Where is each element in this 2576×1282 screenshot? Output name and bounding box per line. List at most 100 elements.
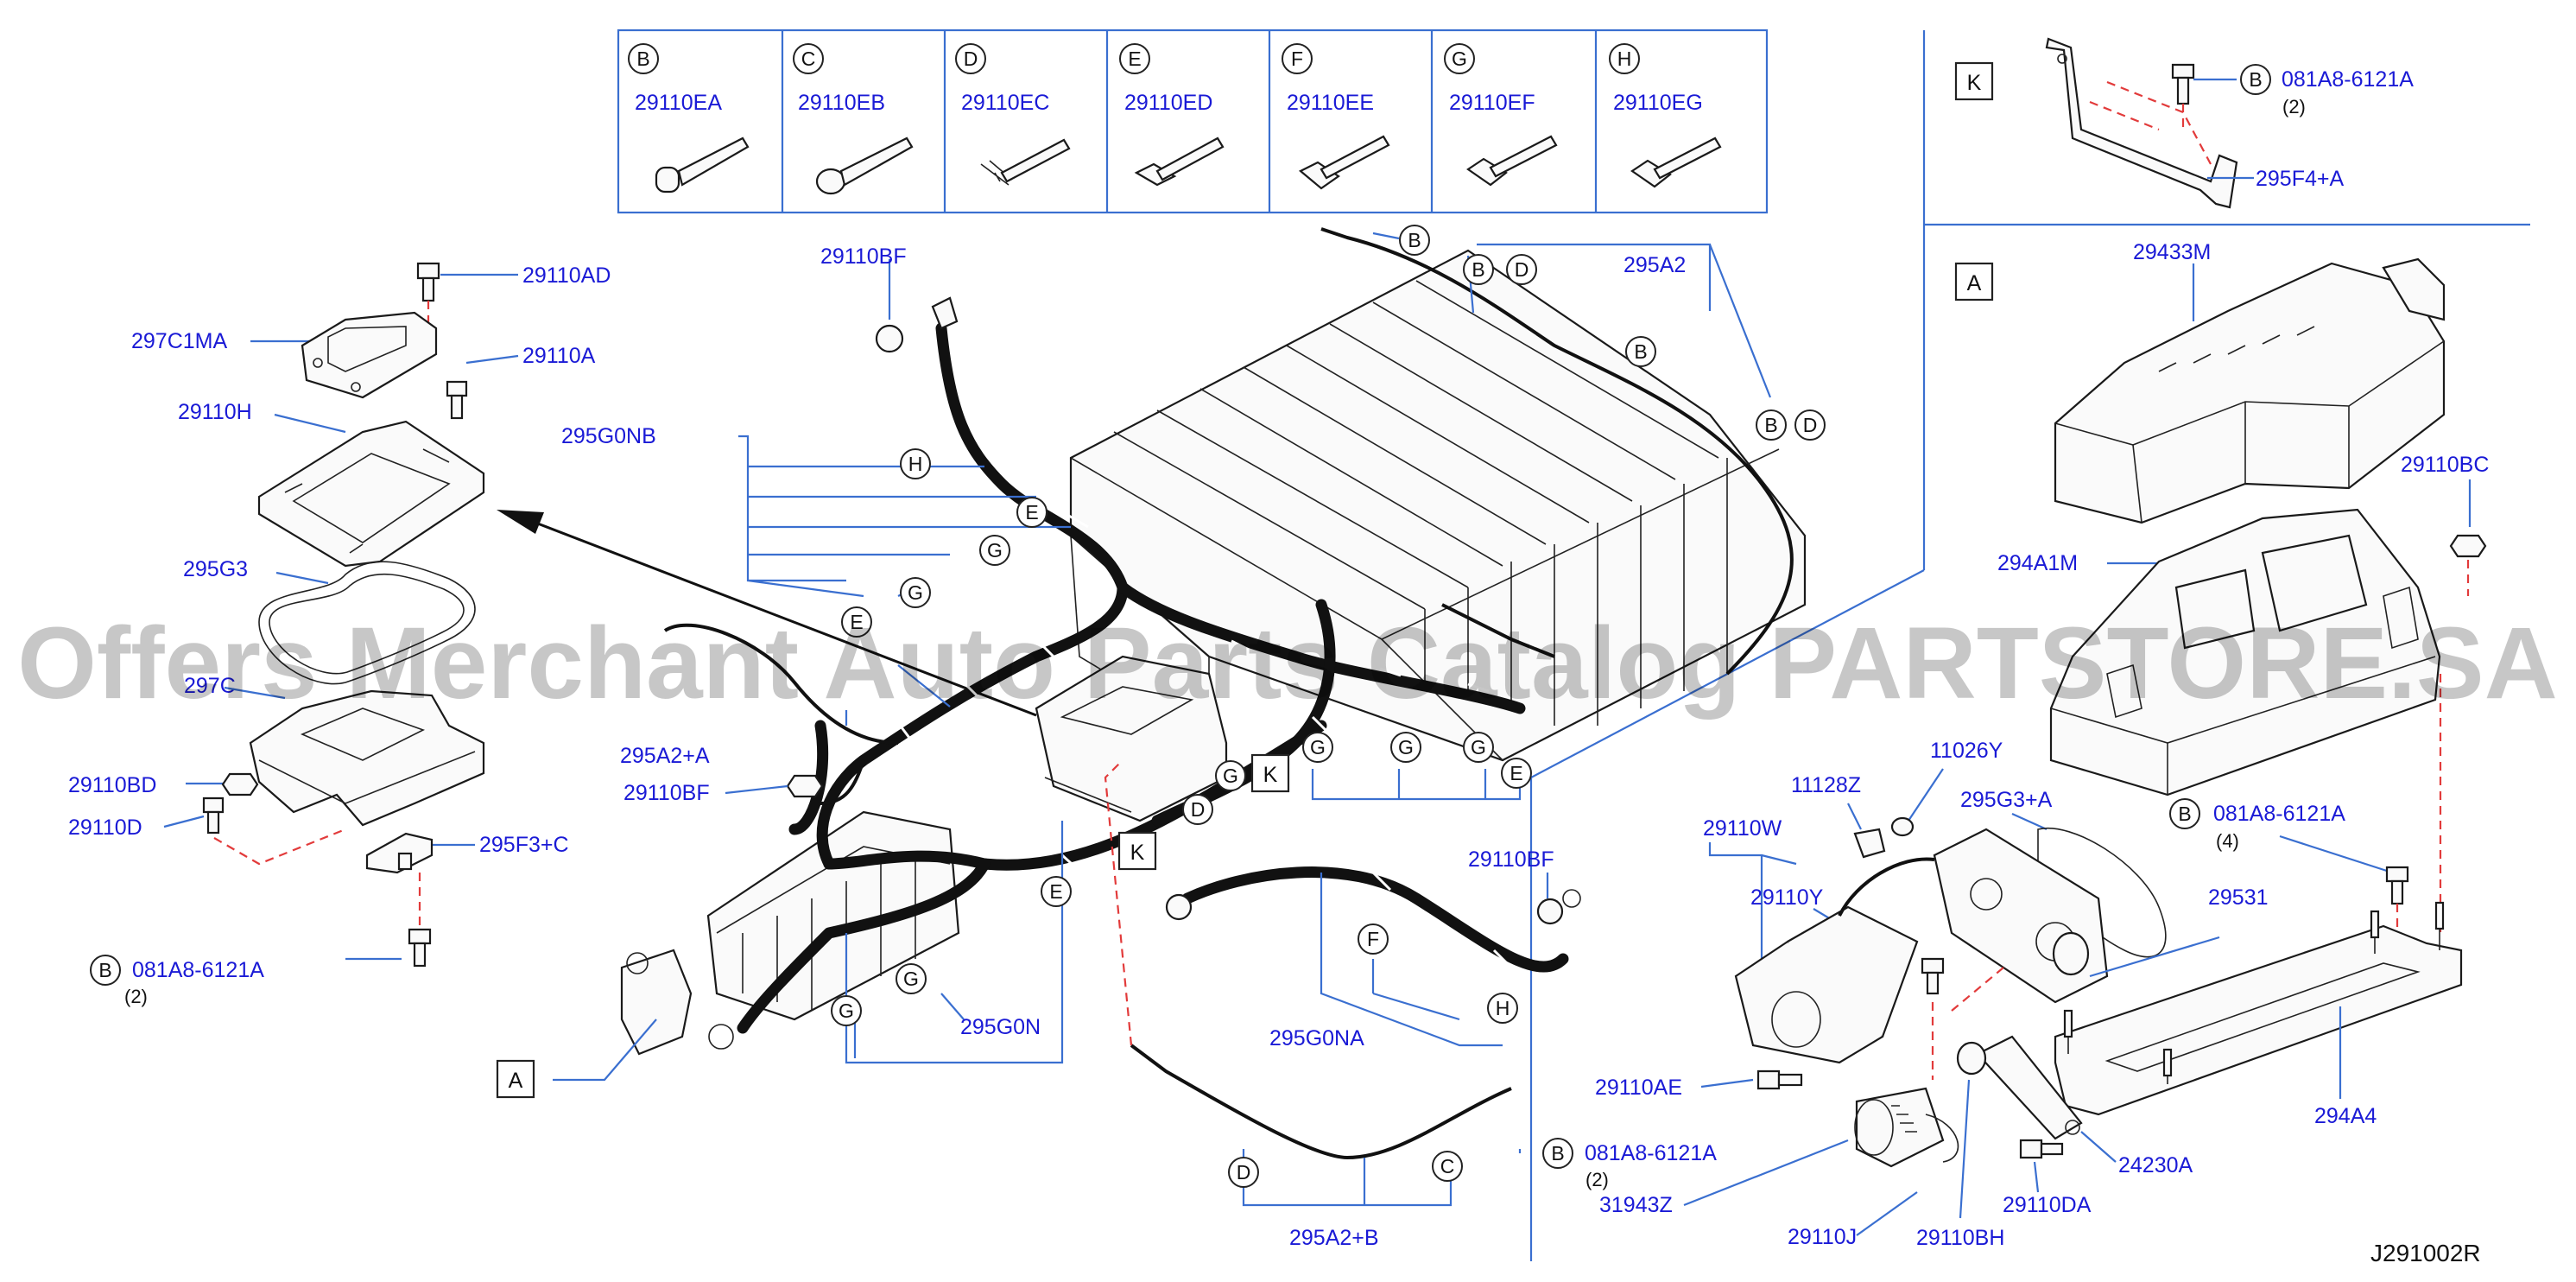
bolt-icon — [202, 796, 346, 866]
callout: G — [1398, 736, 1414, 758]
part-295F3C: 295F3+C — [479, 833, 569, 857]
nut-icon — [2449, 534, 2487, 596]
callout: G — [908, 581, 923, 604]
clip-letter: H — [1617, 48, 1632, 70]
clip-icon — [655, 136, 750, 194]
left-bolt-qty: (2) — [124, 986, 148, 1007]
direction-arrow — [497, 510, 1037, 717]
bracket-part-number: 294A4 — [2314, 1104, 2377, 1128]
ref-box-k2: K — [1130, 841, 1145, 865]
part-295A2A: 295A2+A — [620, 744, 710, 768]
part-29110H: 29110H — [178, 400, 252, 424]
clip-icon — [815, 136, 914, 195]
bolt-icon — [446, 380, 468, 420]
nut-icon — [786, 774, 824, 798]
clip-part-number: 29110EE — [1287, 91, 1374, 115]
part-295A2: 295A2 — [1623, 253, 1686, 277]
part-29110BF-left: 29110BF — [623, 781, 710, 805]
clip-letter: F — [1291, 48, 1303, 70]
relay-cover-drawing — [2054, 257, 2446, 524]
clip-letter: C — [801, 48, 816, 70]
detail-a-box-letter: A — [1967, 271, 1982, 295]
part-29110Y: 29110Y — [1750, 885, 1824, 910]
solenoid-drawing — [1854, 1087, 1959, 1168]
connector-cap-drawing — [301, 311, 438, 399]
main-bolt-qty: (2) — [1585, 1169, 1609, 1190]
base-cover-drawing — [249, 689, 485, 827]
clip-letter: E — [1128, 48, 1141, 70]
callout: D — [1515, 258, 1529, 281]
callout: E — [1049, 880, 1062, 903]
clip-part-number: 29110EG — [1613, 91, 1703, 115]
callout: D — [1191, 798, 1206, 821]
part-29110W: 29110W — [1703, 816, 1782, 841]
main-bolt-part: 081A8-6121A — [1585, 1141, 1717, 1165]
clip-letter: G — [1452, 48, 1467, 70]
detail-a: A 29433M 294A1M 29110BC B 081A — [1954, 240, 2489, 1128]
detail-k-bolt-ref: B — [2249, 68, 2262, 91]
ref-box-k1: K — [1263, 763, 1278, 787]
callout: B — [1408, 229, 1421, 251]
watermark-text: Offers Merchant Auto Parts Catalog PARTS… — [17, 606, 2558, 720]
right-exploded-group: 11026Y 11128Z 295G3+A 29110W 29110Y — [1595, 739, 2269, 1250]
diagram-code: J291002R — [2370, 1240, 2481, 1266]
part-29110AE: 29110AE — [1595, 1076, 1682, 1100]
detail-k-box-letter: K — [1967, 71, 1982, 95]
callout: E — [850, 611, 863, 633]
part-24230A: 24230A — [2118, 1153, 2193, 1177]
clip-icon — [980, 138, 1071, 186]
clip-icon — [1630, 136, 1722, 188]
clip-part-number: 29110EB — [798, 91, 885, 115]
part-29110BF-top: 29110BF — [820, 244, 907, 269]
part-295A2B: 295A2+B — [1289, 1226, 1379, 1250]
terminal-ring-3 — [1536, 889, 1581, 925]
detail-k-bolt-qty: (2) — [2282, 96, 2306, 117]
part-297C1MA: 297C1MA — [131, 329, 227, 353]
callout: D — [1803, 414, 1818, 436]
callout: B — [1634, 340, 1647, 363]
clip-part-number: 29110ED — [1124, 91, 1212, 115]
clip-icon — [1134, 136, 1225, 187]
junction-box-drawing — [1035, 655, 1228, 822]
callout: B — [1764, 414, 1777, 436]
clip-icon — [1466, 135, 1558, 187]
clip-letter: D — [964, 48, 978, 70]
k-bracket-drawing — [2045, 37, 2238, 209]
bolt-icon — [2019, 1139, 2064, 1159]
part-29110AD: 29110AD — [522, 263, 611, 288]
part-29110J: 29110J — [1788, 1225, 1857, 1249]
terminal-ring-2 — [1165, 893, 1193, 921]
detail-a-bolt-ref: B — [2178, 803, 2191, 825]
bolt-icon — [408, 928, 432, 968]
clip-cell-h: H 29110EG — [1609, 43, 1722, 188]
nut-part-number: 29110BC — [2401, 453, 2489, 477]
washer-icon — [1890, 816, 1915, 837]
clip-part-number: 29110EC — [961, 91, 1049, 115]
part-29110A: 29110A — [522, 344, 596, 368]
link-rod-drawing — [1956, 1035, 2083, 1140]
part-11128Z: 11128Z — [1791, 773, 1861, 797]
mounting-bracket-drawing — [2054, 901, 2463, 1116]
left-exploded-group: 29110AD 297C1MA 29110A 29110H 295G3 — [68, 262, 611, 1007]
part-295G0N: 295G0N — [960, 1015, 1041, 1039]
clip-cell-d: D 29110EC — [955, 43, 1071, 186]
callout: E — [1025, 501, 1038, 524]
part-11026Y: 11026Y — [1930, 739, 2003, 763]
clip-cell-g: G 29110EF — [1444, 43, 1558, 187]
main-leader-lines — [553, 232, 1772, 1207]
inverter-module-drawing — [620, 810, 960, 1056]
callout: B — [1472, 258, 1484, 281]
part-295G0NA: 295G0NA — [1269, 1026, 1364, 1050]
callout: G — [987, 539, 1003, 562]
callout: G — [1310, 736, 1326, 758]
bolt-icon — [1921, 957, 1945, 995]
part-29110D: 29110D — [68, 816, 142, 840]
main-bolt-ref: B — [1551, 1142, 1564, 1165]
callout: G — [903, 968, 919, 990]
clip-cell-b: B 29110EA — [628, 43, 750, 194]
part-29110BH: 29110BH — [1916, 1226, 2004, 1250]
harness-sleeves — [900, 435, 1511, 968]
gasket-frame-drawing — [257, 420, 485, 568]
bolt-icon — [1756, 1069, 1803, 1090]
